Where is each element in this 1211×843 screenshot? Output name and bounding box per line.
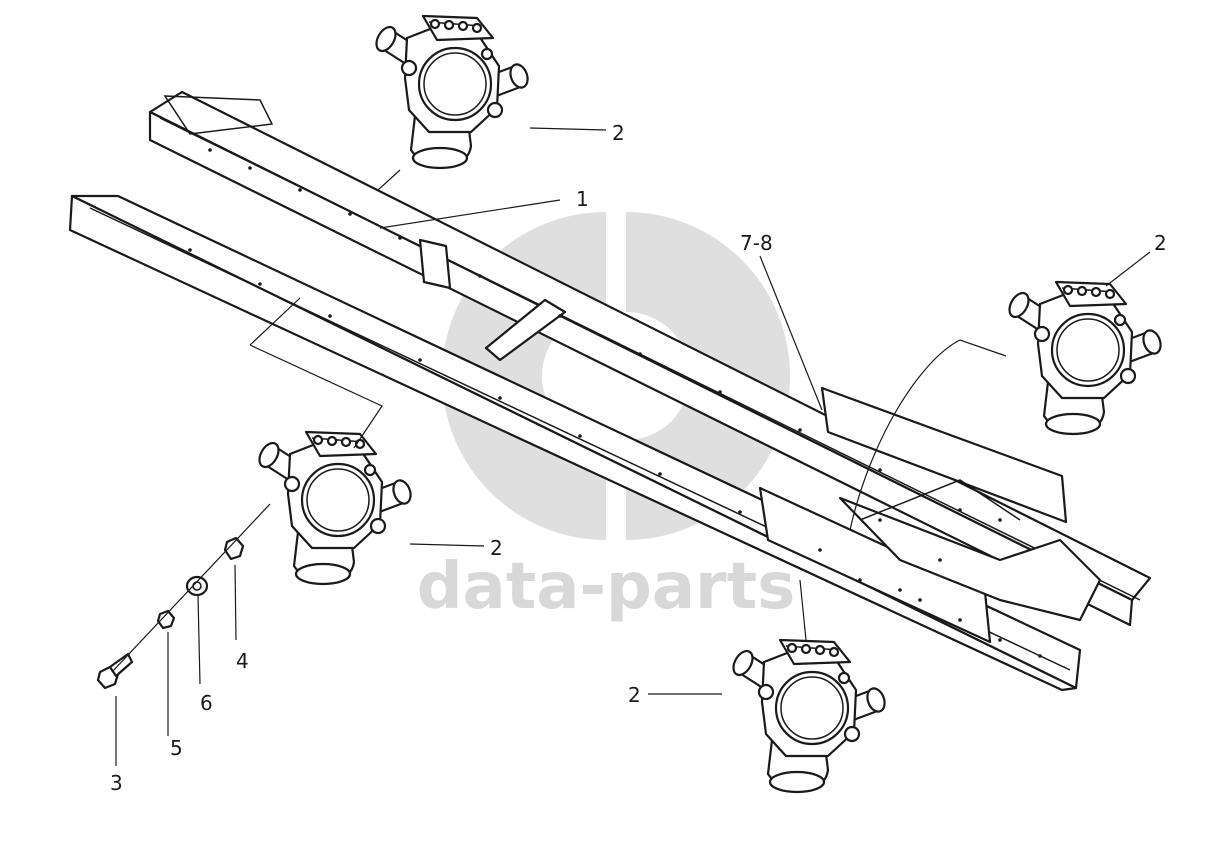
callout-5: 5 (170, 736, 183, 760)
air-valve-left (254, 430, 415, 586)
air-valve-right (1004, 280, 1165, 436)
fastener-axis-line (111, 503, 271, 673)
fastener-washer-6 (185, 575, 209, 597)
fastener-nut-5 (156, 609, 176, 630)
air-valve-bottom (728, 638, 889, 794)
fastener-nut-4 (223, 536, 245, 561)
watermark-text: data-parts (417, 550, 796, 624)
callout-2-top: 2 (612, 121, 625, 145)
frame-rail-upper (148, 90, 1152, 627)
leader-lines (115, 127, 1151, 766)
callout-7-8: 7-8 (740, 231, 773, 255)
callout-2-bottom: 2 (628, 683, 641, 707)
callout-1: 1 (576, 187, 589, 211)
frame-holes (188, 148, 1042, 658)
callout-2-left: 2 (490, 536, 503, 560)
callout-labels: 2 1 7-8 2 2 4 6 5 3 2 (110, 121, 1167, 795)
callout-3: 3 (110, 771, 123, 795)
frame-rail-lower (68, 194, 1102, 692)
air-valve-top (371, 14, 532, 170)
fastener-bolt-3 (96, 652, 134, 690)
callout-4: 4 (236, 649, 249, 673)
callout-6: 6 (200, 691, 213, 715)
callout-2-right: 2 (1154, 231, 1167, 255)
